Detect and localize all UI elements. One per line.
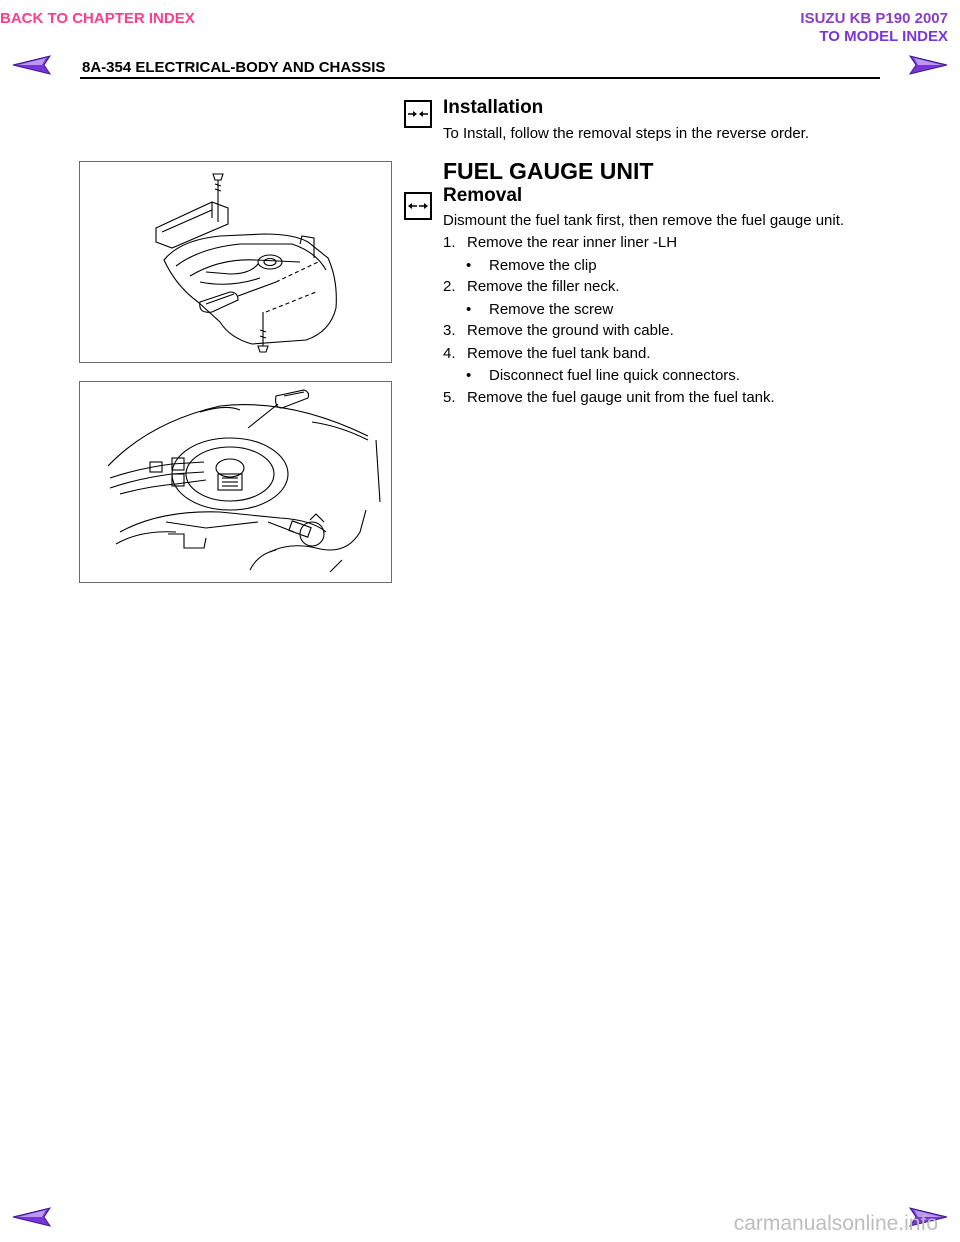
- step-text: Remove the fuel gauge unit from the fuel…: [467, 389, 775, 406]
- next-page-arrow-icon[interactable]: [908, 1206, 948, 1228]
- removal-heading: Removal: [443, 185, 523, 206]
- removal-intro: Dismount the fuel tank first, then remov…: [443, 212, 845, 229]
- manual-title-link[interactable]: ISUZU KB P190 2007: [800, 10, 948, 27]
- step-text: Remove the fuel tank band.: [467, 345, 651, 362]
- bullet-dot: •: [466, 257, 472, 274]
- fuel-tank-illustration: [79, 161, 392, 363]
- previous-page-arrow-icon[interactable]: [12, 1206, 52, 1228]
- fuel-gauge-drawing: [107, 389, 381, 573]
- back-to-chapter-index-link[interactable]: BACK TO CHAPTER INDEX: [0, 10, 195, 27]
- header-rule: [80, 77, 880, 79]
- bullet-dot: •: [466, 367, 472, 384]
- step-text: Remove the rear inner liner -LH: [467, 234, 678, 251]
- top-right-links: ISUZU KB P190 2007 TO MODEL INDEX: [800, 10, 948, 46]
- bullet-text: Remove the clip: [489, 257, 597, 274]
- step-number: 5.: [443, 389, 456, 406]
- installation-heading: Installation: [443, 97, 544, 118]
- bullet-text: Remove the screw: [489, 301, 614, 318]
- previous-page-arrow-icon[interactable]: [12, 54, 52, 76]
- page-header-title: 8A-354 ELECTRICAL-BODY AND CHASSIS: [82, 59, 386, 76]
- step-number: 3.: [443, 322, 456, 339]
- step-number: 1.: [443, 234, 456, 251]
- step-text: Remove the ground with cable.: [467, 322, 674, 339]
- watermark: carmanualsonline.info: [733, 1212, 938, 1235]
- fuel-tank-drawing: [155, 173, 337, 353]
- arrows-inward-icon: [404, 100, 432, 128]
- step-number: 4.: [443, 345, 456, 362]
- next-page-arrow-icon[interactable]: [908, 54, 948, 76]
- to-model-index-link[interactable]: TO MODEL INDEX: [819, 28, 948, 45]
- bullet-text: Disconnect fuel line quick connectors.: [489, 367, 740, 384]
- step-text: Remove the filler neck.: [467, 278, 620, 295]
- section-title: FUEL GAUGE UNIT: [443, 158, 654, 184]
- bullet-dot: •: [466, 301, 472, 318]
- arrows-outward-icon: [404, 192, 432, 220]
- installation-text: To Install, follow the removal steps in …: [443, 125, 810, 142]
- fuel-gauge-unit-illustration: [79, 381, 392, 583]
- step-number: 2.: [443, 278, 456, 295]
